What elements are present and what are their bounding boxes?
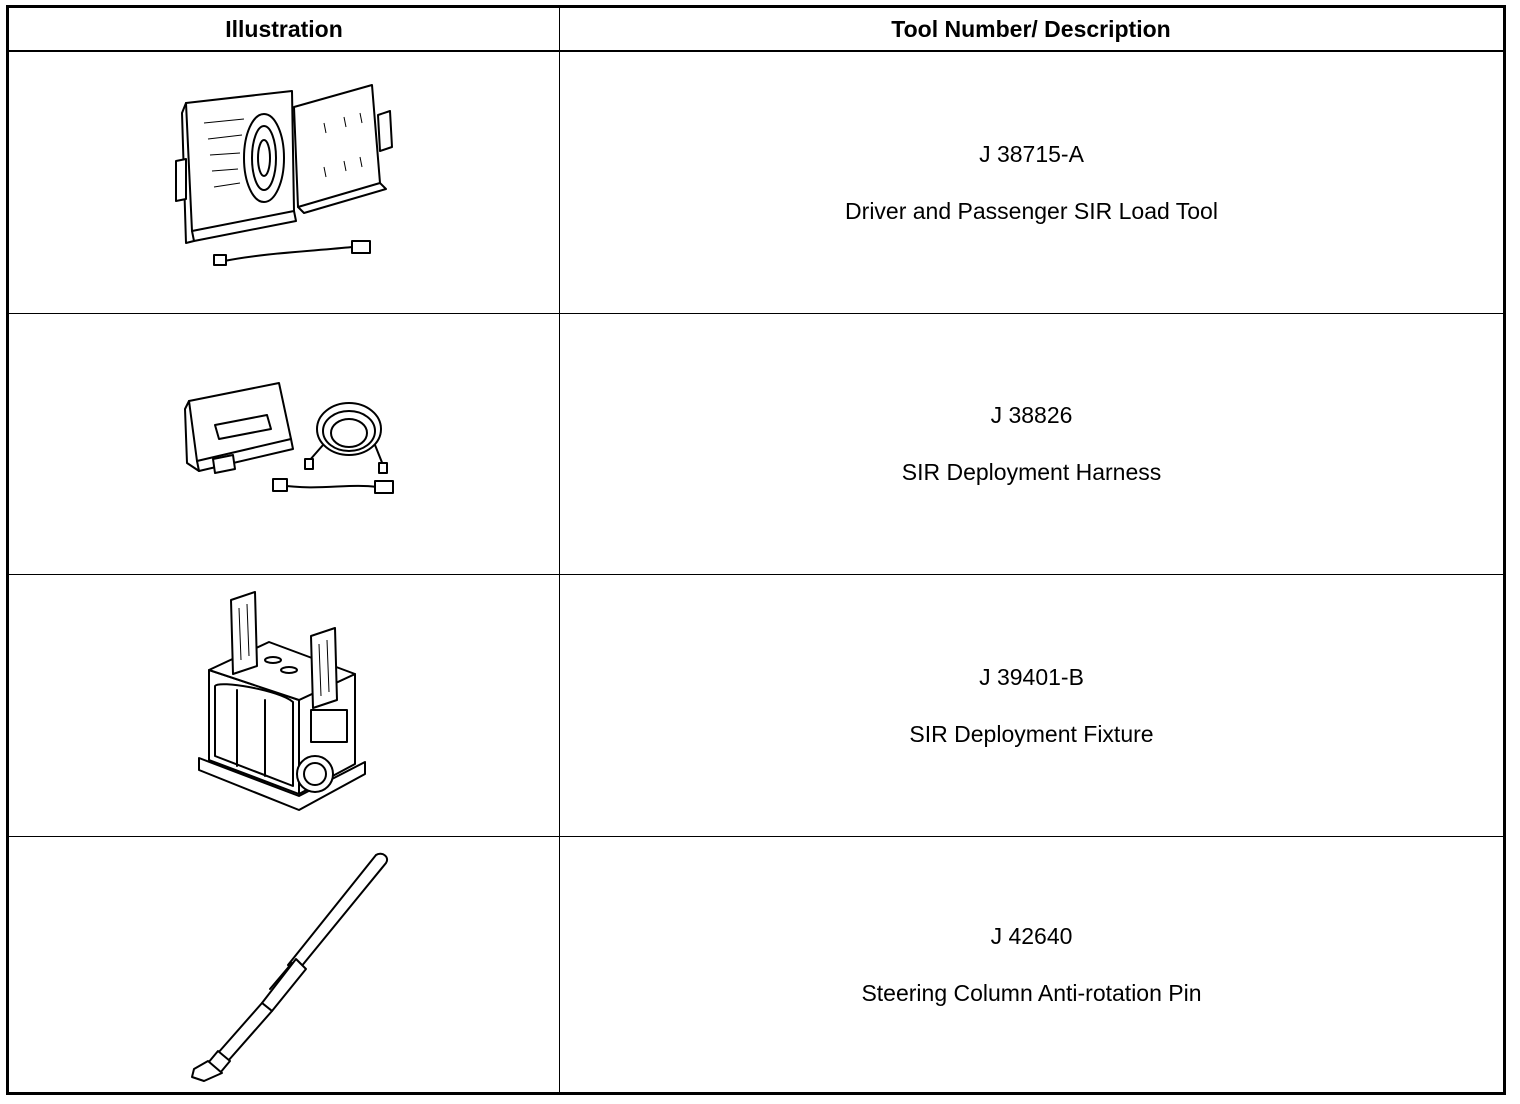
deployment-harness-illustration [184,382,394,494]
tool-description: SIR Deployment Harness [901,459,1162,485]
illustration-cell [9,52,559,313]
anti-rotation-pin-illustration [191,852,388,1082]
illustration-cell [9,314,559,574]
table-header-row: Illustration Tool Number/ Description [9,8,1503,52]
table-row: J 38826 SIR Deployment Harness [9,314,1503,574]
header-tool-description: Tool Number/ Description [891,15,1171,42]
description-cell: J 42640 Steering Column Anti-rotation Pi… [560,837,1503,1092]
column-divider [559,8,560,1092]
tool-description: Steering Column Anti-rotation Pin [861,979,1202,1006]
row-divider [9,313,1503,314]
row-divider [9,574,1503,575]
table-row: J 39401-B SIR Deployment Fixture [9,575,1503,836]
tool-description: SIR Deployment Fixture [909,720,1154,747]
illustration-cell [9,837,559,1092]
header-illustration: Illustration [225,15,343,42]
tool-table: Illustration Tool Number/ Description [6,5,1506,1095]
illustration-cell [9,575,559,836]
description-cell: J 38826 SIR Deployment Harness [560,314,1503,574]
tool-number: J 42640 [990,922,1073,949]
tool-number: J 38826 [990,402,1073,428]
table-row: J 42640 Steering Column Anti-rotation Pi… [9,837,1503,1092]
row-divider [9,836,1503,837]
tool-description: Driver and Passenger SIR Load Tool [845,197,1218,224]
tool-number: J 38715-A [979,140,1084,167]
deployment-fixture-illustration [198,590,366,811]
table-row: J 38715-A Driver and Passenger SIR Load … [9,52,1503,313]
description-cell: J 39401-B SIR Deployment Fixture [560,575,1503,836]
tool-number: J 39401-B [979,663,1084,690]
description-cell: J 38715-A Driver and Passenger SIR Load … [560,52,1503,313]
load-tool-case-illustration [175,83,393,266]
